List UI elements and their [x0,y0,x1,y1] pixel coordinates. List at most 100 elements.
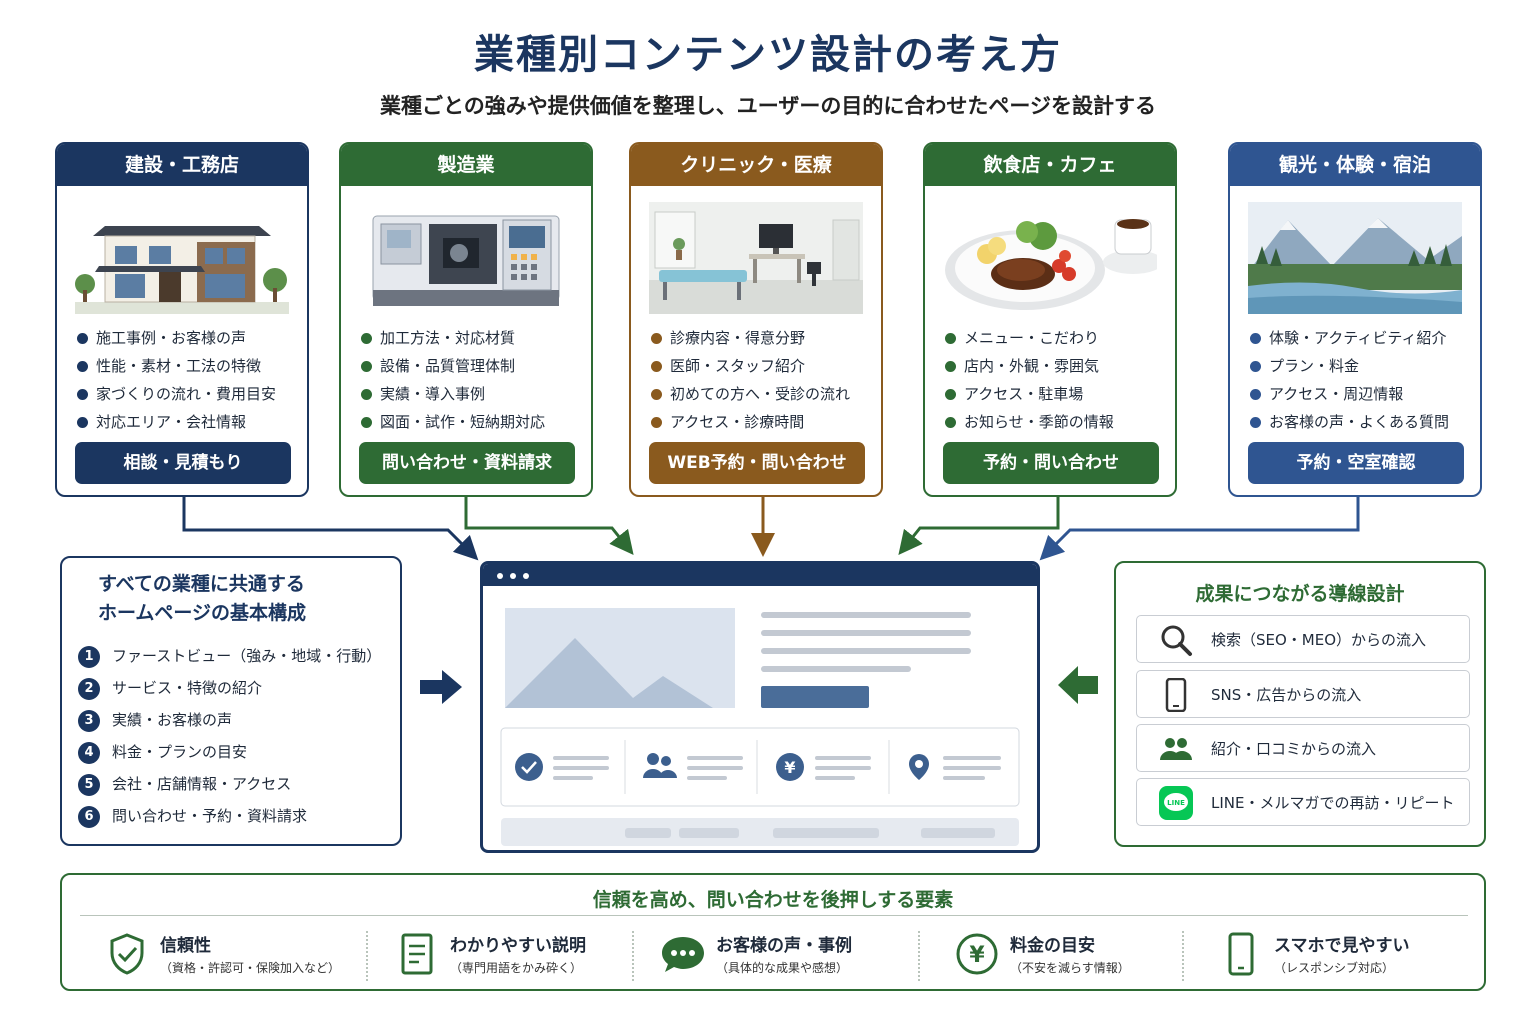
mockup-content: ¥ [500,608,1020,846]
lead-design-title: 成果につながる導線設計 [1195,583,1405,605]
industry-card-manufacturing: 製造業 加工方法・対応材質 設備・品質管理体制 実績・導入事例 図面・試作・短納… [339,142,593,497]
card-list-item: 実績・導入事例 [361,380,545,408]
number-badge: 6 [78,806,100,828]
bullet-icon [651,361,662,372]
location-pin-icon [909,754,929,780]
svg-text:¥: ¥ [784,758,795,777]
reservation-availability-button[interactable]: 予約・空室確認 [1248,442,1464,484]
bullet-icon [651,333,662,344]
flow-search[interactable]: 検索（SEO・MEO）からの流入 [1136,615,1470,663]
card-list-item: 図面・試作・短納期対応 [361,408,545,436]
divider [1182,931,1184,981]
card-title: 建設・工務店 [57,144,307,186]
check-icon [515,753,543,781]
lead-design-panel: 成果につながる導線設計 検索（SEO・MEO）からの流入 SNS・広告からの流入… [1114,561,1486,847]
number-badge: 1 [78,646,100,668]
card-list-item: 施工事例・お客様の声 [77,324,276,352]
people-icon [1160,738,1192,760]
card-list-item: 加工方法・対応材質 [361,324,545,352]
card-list-item: 対応エリア・会社情報 [77,408,276,436]
divider [366,931,368,981]
bullet-icon [1250,361,1261,372]
flow-referral[interactable]: 紹介・口コミからの流入 [1136,724,1470,772]
yen-icon: ¥ [776,753,804,781]
bullet-icon [361,417,372,428]
house-illustration [75,226,289,314]
inquiry-document-button[interactable]: 問い合わせ・資料請求 [359,442,575,484]
document-icon [401,933,433,975]
bullet-icon [1250,417,1261,428]
trust-elements-panel: 信頼を高め、問い合わせを後押しする要素 信頼性 （資格・許認可・保険加入など） … [60,873,1486,991]
browser-toolbar [483,564,1037,586]
smartphone-icon [1165,678,1187,712]
magnifier-icon [1161,625,1192,656]
reserve-inquiry-button[interactable]: 予約・問い合わせ [943,442,1159,484]
card-title: 製造業 [341,144,591,186]
divider [918,931,920,981]
bullet-icon [945,417,956,428]
arrow-construction [182,497,479,561]
industry-card-restaurant: 飲食店・カフェ メニュー・こだわり 店内・外観・雰囲気 アクセス・駐車場 お知ら… [923,142,1177,497]
mountain-lake-illustration [1248,202,1462,314]
card-list-item: 性能・素材・工法の特徴 [77,352,276,380]
bullet-icon [361,361,372,372]
card-list-item: プラン・料金 [1250,352,1449,380]
users-icon [643,753,677,778]
flow-line[interactable]: LINE LINE・メルマガでの再訪・リピート [1136,778,1470,826]
card-title: 観光・体験・宿泊 [1230,144,1480,186]
industry-card-construction: 建設・工務店 施工事例・お客様の声 性能・素材・工法の特徴 家づくりの流れ・費用… [55,142,309,497]
bullet-icon [651,417,662,428]
card-list-item: アクセス・周辺情報 [1250,380,1449,408]
arrow-restaurant [898,497,1060,556]
web-reservation-button[interactable]: WEB予約・問い合わせ [649,442,865,484]
svg-text:¥: ¥ [969,943,985,968]
cnc-machine-illustration [372,215,560,306]
industry-card-tourism: 観光・体験・宿泊 体験・アクティビティ紹介 プラン・料金 アクセス・周辺情報 お… [1228,142,1482,497]
window-dot-icon [497,573,503,579]
window-dot-icon [510,573,516,579]
divider [632,931,634,981]
page-title: 業種別コンテンツ設計の考え方 [474,32,1062,78]
card-list-item: お客様の声・よくある質問 [1250,408,1449,436]
food-plate-illustration [945,219,1157,310]
bullet-icon [945,333,956,344]
window-dot-icon [523,573,529,579]
number-badge: 2 [78,678,100,700]
smartphone-icon [1228,932,1254,976]
card-list-item: 設備・品質管理体制 [361,352,545,380]
bullet-icon [77,417,88,428]
arrow-tourism [1039,497,1360,561]
bullet-icon [945,361,956,372]
card-list-item: アクセス・駐車場 [945,380,1114,408]
number-badge: 5 [78,774,100,796]
speech-bubble-icon [662,937,704,972]
card-list-item: 医師・スタッフ紹介 [651,352,850,380]
yen-circle-icon: ¥ [956,933,998,975]
card-list-item: 家づくりの流れ・費用目安 [77,380,276,408]
arrow-left-icon [1058,666,1098,704]
flow-sns[interactable]: SNS・広告からの流入 [1136,670,1470,718]
arrow-right-icon [420,670,462,704]
bullet-icon [77,389,88,400]
card-list-item: 診療内容・得意分野 [651,324,850,352]
bullet-icon [361,389,372,400]
page-subtitle: 業種ごとの強みや提供価値を整理し、ユーザーの目的に合わせたページを設計する [380,94,1156,118]
card-list-item: メニュー・こだわり [945,324,1114,352]
card-list-item: 初めての方へ・受診の流れ [651,380,850,408]
consult-estimate-button[interactable]: 相談・見積もり [75,442,291,484]
svg-text:LINE: LINE [1167,799,1185,807]
bullet-icon [1250,333,1261,344]
arrow-manufacturing [464,497,634,556]
common-structure-title: すべての業種に共通する ホームページの基本構成 [98,573,307,624]
bullet-icon [651,389,662,400]
industry-card-clinic: クリニック・医療 診療内容・得意分野 医師・スタッフ紹介 初めての方へ・受診の流… [629,142,883,497]
bullet-icon [361,333,372,344]
website-mockup: ¥ [480,561,1040,853]
bullet-icon [945,389,956,400]
